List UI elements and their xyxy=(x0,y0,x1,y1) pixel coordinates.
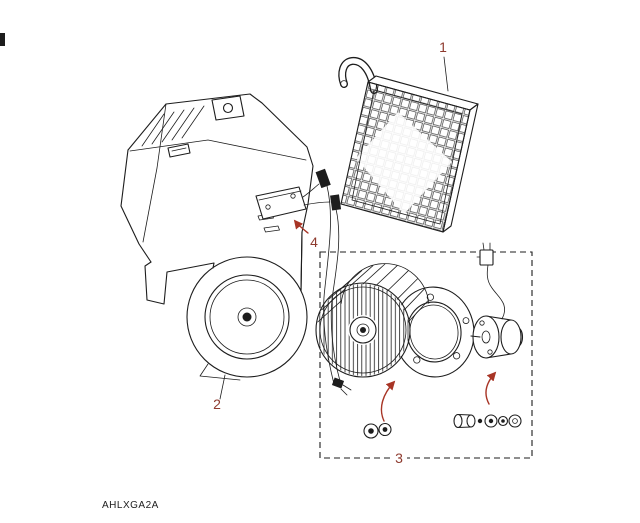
motor-lead-wire xyxy=(486,264,506,320)
inlet-pipe xyxy=(338,57,378,94)
blower-motor xyxy=(470,242,524,359)
harness-wires xyxy=(323,185,341,385)
arrow-to-wheel xyxy=(380,380,396,422)
latch-clip xyxy=(167,143,191,158)
callout-4: 4 xyxy=(310,234,318,250)
harness-end-connector xyxy=(331,377,352,396)
harness-connector-b xyxy=(330,194,342,211)
leader-line-2 xyxy=(219,374,226,400)
blower-scroll xyxy=(186,231,308,381)
callout-3: 3 xyxy=(395,450,403,466)
resistor-harness xyxy=(255,168,352,396)
cage-slats xyxy=(317,263,429,323)
diagram-code: AHLXGA2A xyxy=(102,500,159,511)
fasteners-left xyxy=(363,422,392,439)
arrow-to-resistor xyxy=(293,219,309,234)
motor-connector xyxy=(476,242,494,266)
callout-2: 2 xyxy=(213,396,221,412)
blower-wheel xyxy=(315,263,430,378)
hatching xyxy=(141,105,205,147)
evaporator-core xyxy=(338,57,479,233)
harness-connector-a xyxy=(315,168,331,189)
assembly-dashed-box xyxy=(319,251,533,459)
resistor-pack xyxy=(255,186,307,220)
fasteners-right xyxy=(453,413,522,429)
scan-artifact xyxy=(0,33,5,46)
arrow-to-motor xyxy=(485,371,497,405)
callout-1: 1 xyxy=(439,39,447,55)
leader-line-1 xyxy=(443,56,449,92)
heater-blower-housing xyxy=(120,93,314,381)
blower-motor-assembly-group xyxy=(315,242,533,459)
mounting-bracket xyxy=(211,95,245,121)
callouts: 1 2 3 4 xyxy=(213,39,449,466)
